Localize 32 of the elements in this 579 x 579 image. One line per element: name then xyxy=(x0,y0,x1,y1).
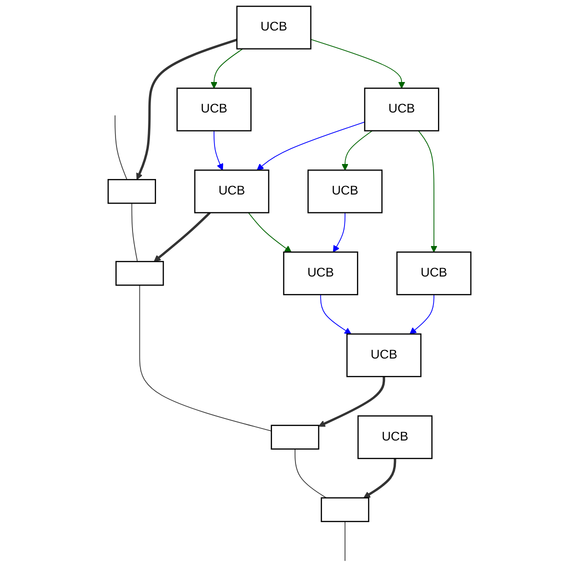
arrow xyxy=(418,130,438,252)
arrow xyxy=(332,212,346,252)
arrow xyxy=(363,458,396,498)
node-box: UCB xyxy=(357,415,433,460)
connector xyxy=(139,284,272,432)
node-box: UCB xyxy=(307,170,383,214)
node-box: UCB xyxy=(176,88,252,132)
node-box: UCB xyxy=(194,170,270,214)
node-box: UCB xyxy=(236,6,312,50)
arrow xyxy=(154,212,211,262)
node-box: UCB xyxy=(346,333,422,378)
node-box xyxy=(115,260,164,286)
arrow xyxy=(318,376,386,427)
node-box xyxy=(108,179,156,204)
node-box: UCB xyxy=(364,88,440,132)
node-box: UCB xyxy=(283,252,358,296)
arrow xyxy=(248,212,292,252)
arrow xyxy=(320,294,352,334)
arrow xyxy=(342,130,373,170)
arrow xyxy=(256,122,366,170)
arrow xyxy=(410,294,434,334)
arrow xyxy=(210,48,244,89)
node-box xyxy=(270,424,320,450)
connector xyxy=(114,115,128,180)
connector xyxy=(131,202,138,262)
connector xyxy=(294,448,327,498)
arrow xyxy=(214,130,224,170)
node-box xyxy=(320,497,370,522)
connector xyxy=(344,521,346,562)
arrow xyxy=(136,38,238,180)
node-box: UCB xyxy=(396,252,472,296)
arrow xyxy=(310,39,406,89)
